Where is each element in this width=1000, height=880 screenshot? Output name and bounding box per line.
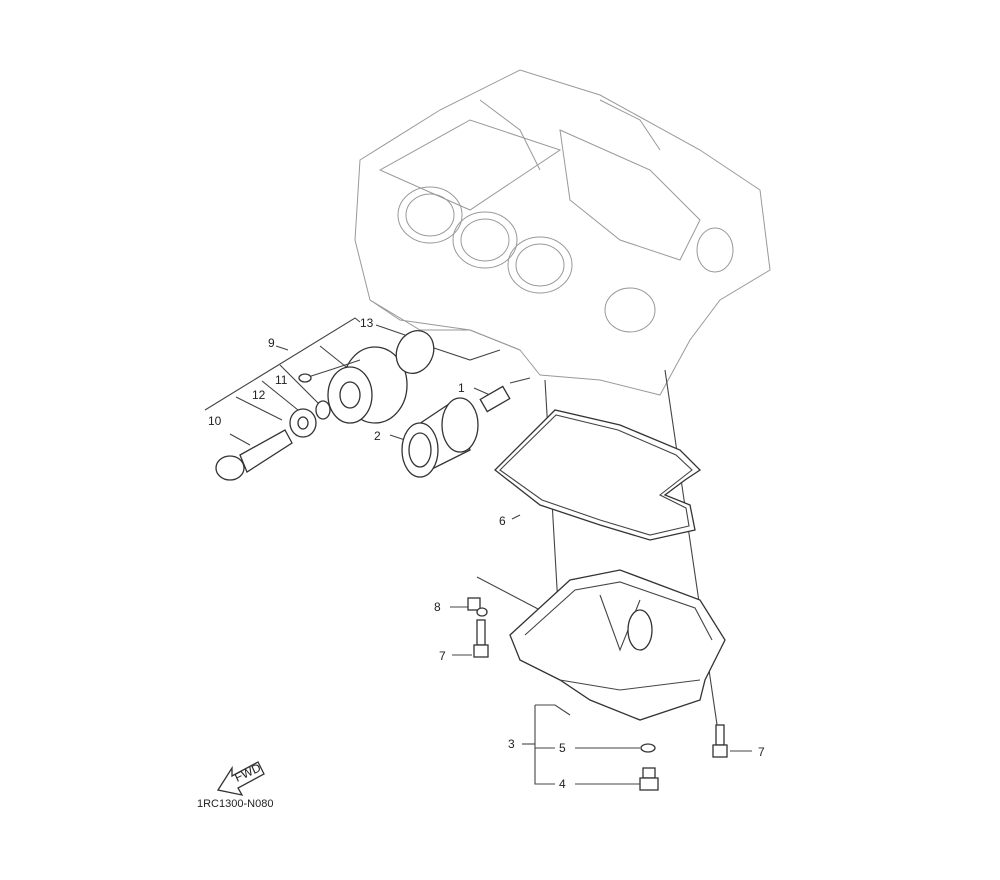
o-ring-13: [395, 330, 435, 374]
bolt-7-right: [712, 724, 728, 758]
oil-cooler: [298, 346, 408, 424]
callout-4: 4: [559, 777, 566, 791]
callout-8: 8: [434, 600, 441, 614]
callout-3: 3: [508, 737, 515, 751]
callout-13: 13: [360, 316, 374, 330]
callout-2: 2: [374, 429, 381, 443]
fwd-arrow-icon: FWD: [216, 760, 265, 796]
plug-8: [467, 597, 488, 617]
callout-5: 5: [559, 741, 566, 755]
o-ring-11: [315, 400, 331, 420]
callout-1: 1: [458, 381, 465, 395]
callout-10: 10: [208, 414, 222, 428]
callout-7-left: 7: [439, 649, 446, 663]
diagram-code: 1RC1300-N080: [197, 798, 273, 810]
callout-12: 12: [252, 388, 266, 402]
leader-lines: [204, 317, 752, 785]
gasket-5: [640, 743, 656, 753]
union-bolt-10: [215, 429, 293, 481]
callout-11: 11: [275, 373, 288, 387]
drain-bolt-4: [639, 767, 659, 791]
bolt-7-left: [473, 619, 489, 658]
callout-6: 6: [499, 514, 506, 528]
callout-7-right: 7: [758, 745, 765, 759]
engine-crankcase: [354, 69, 771, 396]
oil-filter-2: [401, 397, 479, 478]
union-1: [479, 385, 511, 413]
oil-pan-3: [509, 569, 726, 721]
gasket-6: [494, 409, 702, 541]
callout-9: 9: [268, 336, 275, 350]
washer-12: [289, 408, 317, 438]
